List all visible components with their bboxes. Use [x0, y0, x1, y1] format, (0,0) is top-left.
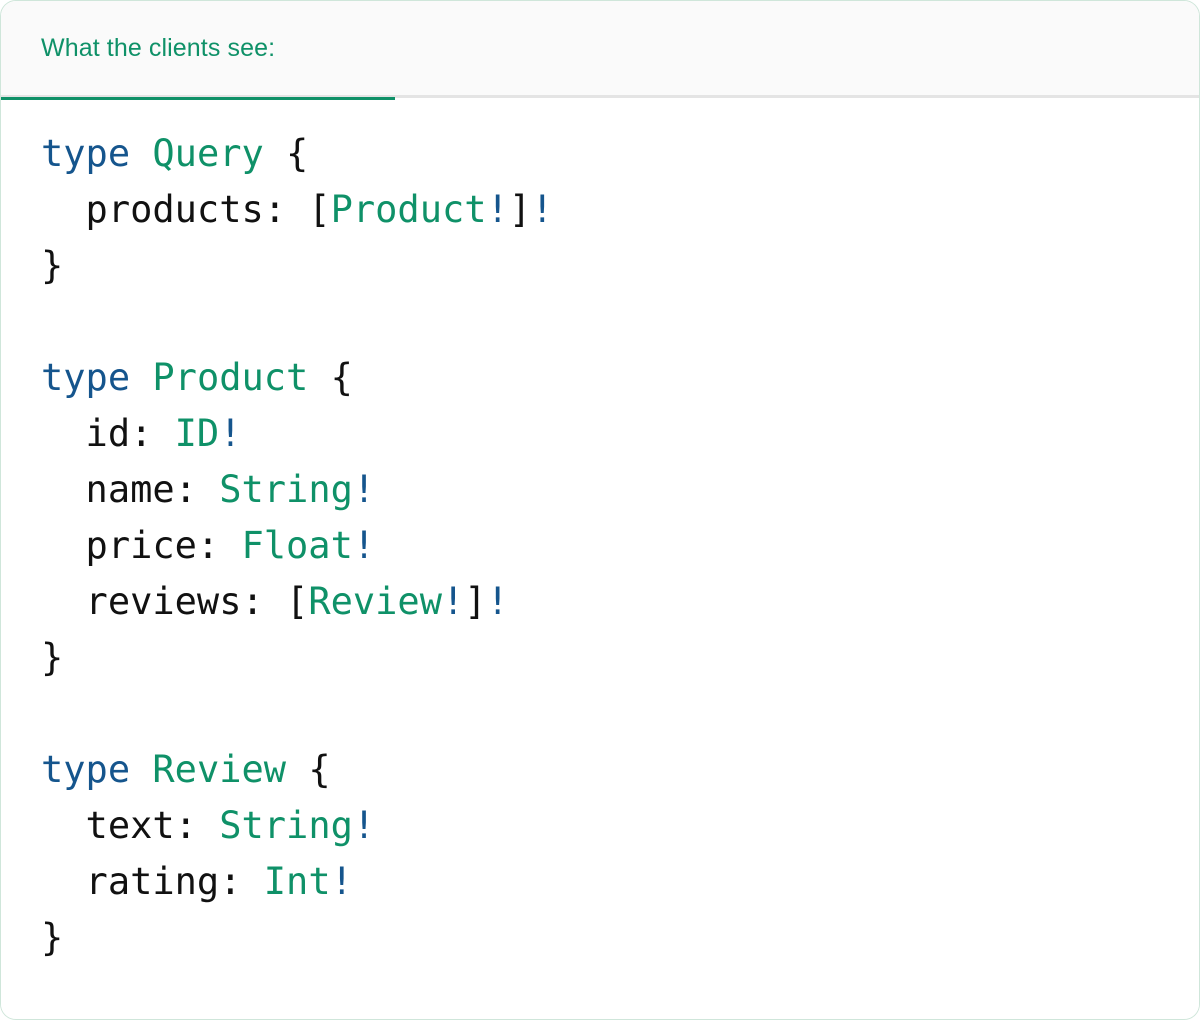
code-line: rating: Int!: [41, 854, 1159, 910]
code-token-type: Float: [241, 524, 353, 567]
code-line: }: [41, 238, 1159, 294]
code-token-plain: [130, 748, 152, 791]
code-line: text: String!: [41, 798, 1159, 854]
code-token-plain: text:: [41, 804, 220, 847]
code-token-type: Int: [263, 860, 331, 903]
code-token-bang: !: [219, 412, 242, 455]
graphql-schema-code: type Query { products: [Product!]!} type…: [41, 126, 1159, 966]
code-line: [41, 686, 1159, 742]
code-token-plain: [41, 692, 63, 735]
code-line: type Review {: [41, 742, 1159, 798]
code-area[interactable]: type Query { products: [Product!]!} type…: [1, 98, 1199, 1018]
code-line: price: Float!: [41, 518, 1159, 574]
code-token-plain: ]: [464, 580, 487, 623]
code-token-plain: id:: [41, 412, 175, 455]
code-token-plain: reviews: [: [41, 580, 309, 623]
tab-bar: What the clients see:: [1, 1, 1199, 100]
code-token-plain: }: [41, 244, 64, 287]
code-token-plain: {: [286, 748, 331, 791]
tab-label: What the clients see:: [41, 33, 276, 62]
code-line: type Query {: [41, 126, 1159, 182]
code-token-plain: price:: [41, 524, 242, 567]
code-token-type: String: [219, 468, 353, 511]
code-token-plain: {: [263, 132, 309, 175]
code-token-bang: !: [486, 188, 509, 231]
code-line: type Product {: [41, 350, 1159, 406]
code-token-bang: !: [352, 468, 376, 511]
code-line: reviews: [Review!]!: [41, 574, 1159, 630]
code-token-kw: type: [41, 356, 131, 399]
code-token-type: ID: [174, 412, 220, 455]
code-line: id: ID!: [41, 406, 1159, 462]
code-line: }: [41, 910, 1159, 966]
code-token-kw: type: [41, 748, 131, 791]
code-token-plain: [130, 132, 152, 175]
code-token-bang: !: [352, 804, 376, 847]
code-token-type: Query: [152, 132, 264, 175]
code-token-plain: }: [41, 636, 64, 679]
tab-what-the-clients-see[interactable]: What the clients see:: [1, 1, 395, 100]
code-token-type: Review: [308, 580, 442, 623]
code-token-plain: {: [308, 356, 353, 399]
code-line: }: [41, 630, 1159, 686]
code-token-type: Review: [152, 748, 287, 791]
code-line: [41, 294, 1159, 350]
code-token-plain: }: [41, 916, 64, 959]
code-token-bang: !: [352, 524, 376, 567]
code-token-type: Product: [330, 188, 487, 231]
code-token-bang: !: [330, 860, 353, 903]
code-token-plain: ]: [508, 188, 532, 231]
code-token-bang: !: [531, 188, 554, 231]
code-token-plain: [41, 300, 63, 343]
code-token-bang: !: [486, 580, 509, 623]
code-line: name: String!: [41, 462, 1159, 518]
code-token-type: Product: [152, 356, 309, 399]
code-token-plain: name:: [41, 468, 220, 511]
code-token-plain: products: [: [41, 188, 331, 231]
code-token-type: String: [219, 804, 353, 847]
code-line: products: [Product!]!: [41, 182, 1159, 238]
active-tab-underline: [1, 96, 395, 100]
code-token-bang: !: [441, 580, 465, 623]
code-token-kw: type: [41, 132, 131, 175]
code-token-plain: [130, 356, 152, 399]
code-token-plain: rating:: [41, 860, 264, 903]
